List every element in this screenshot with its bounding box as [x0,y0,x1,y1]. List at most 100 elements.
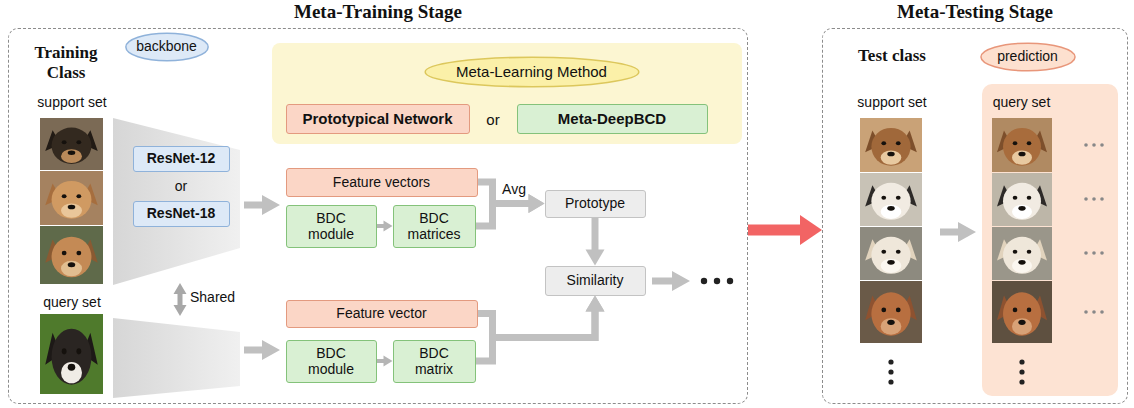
prediction-ellipse: prediction [980,42,1076,72]
node-text: BDC module [297,210,366,242]
prototype-box: Prototype [545,190,646,218]
similarity-box: Similarity [545,266,646,296]
flow-arrow [244,340,280,360]
connector-line [476,311,596,362]
text-label: query set [30,294,114,310]
stage-panel: Meta-Training StagebackboneMeta-Learning… [8,28,748,404]
edge-label: Avg [502,181,526,197]
dog-photo [992,281,1052,343]
node-text: ResNet-18 [147,205,215,221]
ellipsis-dot [1084,143,1088,147]
connector-arrow [476,296,605,362]
dog-photo [860,227,922,280]
ellipsis-dot [1092,310,1096,314]
arrow-head [800,215,822,245]
node-text: Prototypical Network [302,110,452,127]
node-text: Meta-Learning Method [456,63,607,80]
section-heading: Test class [846,46,938,66]
ellipse-shape [125,33,207,61]
ellipsis-dot [1084,197,1088,201]
flow-arrow [940,222,976,242]
ellipsis-dot [1092,143,1096,147]
arrow-head [384,221,393,232]
query-panel-fill [982,84,1118,396]
node-text: BDC matrix [404,345,465,377]
connector-arrow [476,194,545,226]
ellipsis-dot [1092,197,1096,201]
node-text: backbone [136,38,197,54]
arrow-head [384,356,393,367]
ellipsis-dot [1092,251,1096,255]
node-text: BDC module [297,345,366,377]
arrow-head [586,250,605,266]
method-box: Meta-DeepBCD [517,104,708,134]
ellipsis-dot [1084,310,1088,314]
dog-photo [992,227,1052,280]
stage-panel: Meta-Testing Stagepredictionquery set [822,28,1128,404]
text-label: or [166,178,196,194]
ellipsis-dot [1019,379,1024,384]
flow-arrow [652,271,690,291]
node-text: Feature vectors [333,174,430,190]
arrow-head [529,194,545,213]
method-panel [272,43,742,144]
text-label: Shared [190,289,250,305]
backbone-box: ResNet-12 [133,146,230,172]
node-text: ResNet-12 [147,150,215,166]
node-text: prediction [997,48,1058,64]
backbone-box: ResNet-18 [133,201,230,227]
dog-photo [40,171,103,225]
ellipse-shape [425,57,639,86]
backbone-shape [113,118,240,285]
dog-photo [992,173,1052,226]
text-label: support set [30,94,114,110]
connector-line [377,359,385,363]
stage-title: Meta-Training Stage [9,1,747,23]
ellipsis-dot [714,278,720,284]
ellipsis-dot [1100,143,1104,147]
ellipsis-dot [888,359,893,364]
connector-line [377,224,385,228]
ellipsis-dot [1100,310,1104,314]
dog-photo [40,118,103,170]
stage-title: Meta-Testing Stage [823,1,1127,23]
ellipsis-dot [727,278,733,284]
method-ellipse: Meta-Learning Method [423,56,641,88]
dog-photo [40,226,103,284]
connector-line [478,311,596,338]
arrow-head [586,296,605,312]
flow-arrow [244,195,280,215]
ellipsis-dot [1100,197,1104,201]
connector-line [748,225,801,236]
connector-arrow [377,221,393,232]
feature-box: Feature vector [286,300,478,328]
dog-photo [992,118,1052,172]
connector-line [476,204,530,227]
module-box: BDC module [286,205,377,248]
node-text: Similarity [567,272,624,288]
ellipsis-dot [888,379,893,384]
connector-arrow [586,218,605,266]
shared-arrow [174,283,187,316]
arrow-head [586,296,605,312]
feature-box: Feature vectors [286,168,478,197]
ellipsis-dot [701,278,707,284]
matrix-box: BDC matrices [393,205,476,248]
backbone-ellipse: backbone [125,32,209,62]
ellipsis-dot [1084,251,1088,255]
node-text: Feature vector [336,305,426,321]
matrix-box: BDC matrix [393,340,476,383]
text-label: or [478,111,508,128]
node-text: query set [982,94,1062,110]
module-box: BDC module [286,340,377,383]
dog-photo [860,281,922,343]
ellipse-shape [980,43,1074,71]
dog-photo [860,173,922,226]
text-label: support set [850,94,934,110]
node-text: BDC matrices [404,210,465,242]
connector-arrow [377,356,393,367]
ellipsis-dot [888,369,893,374]
arrow-head [529,194,545,213]
